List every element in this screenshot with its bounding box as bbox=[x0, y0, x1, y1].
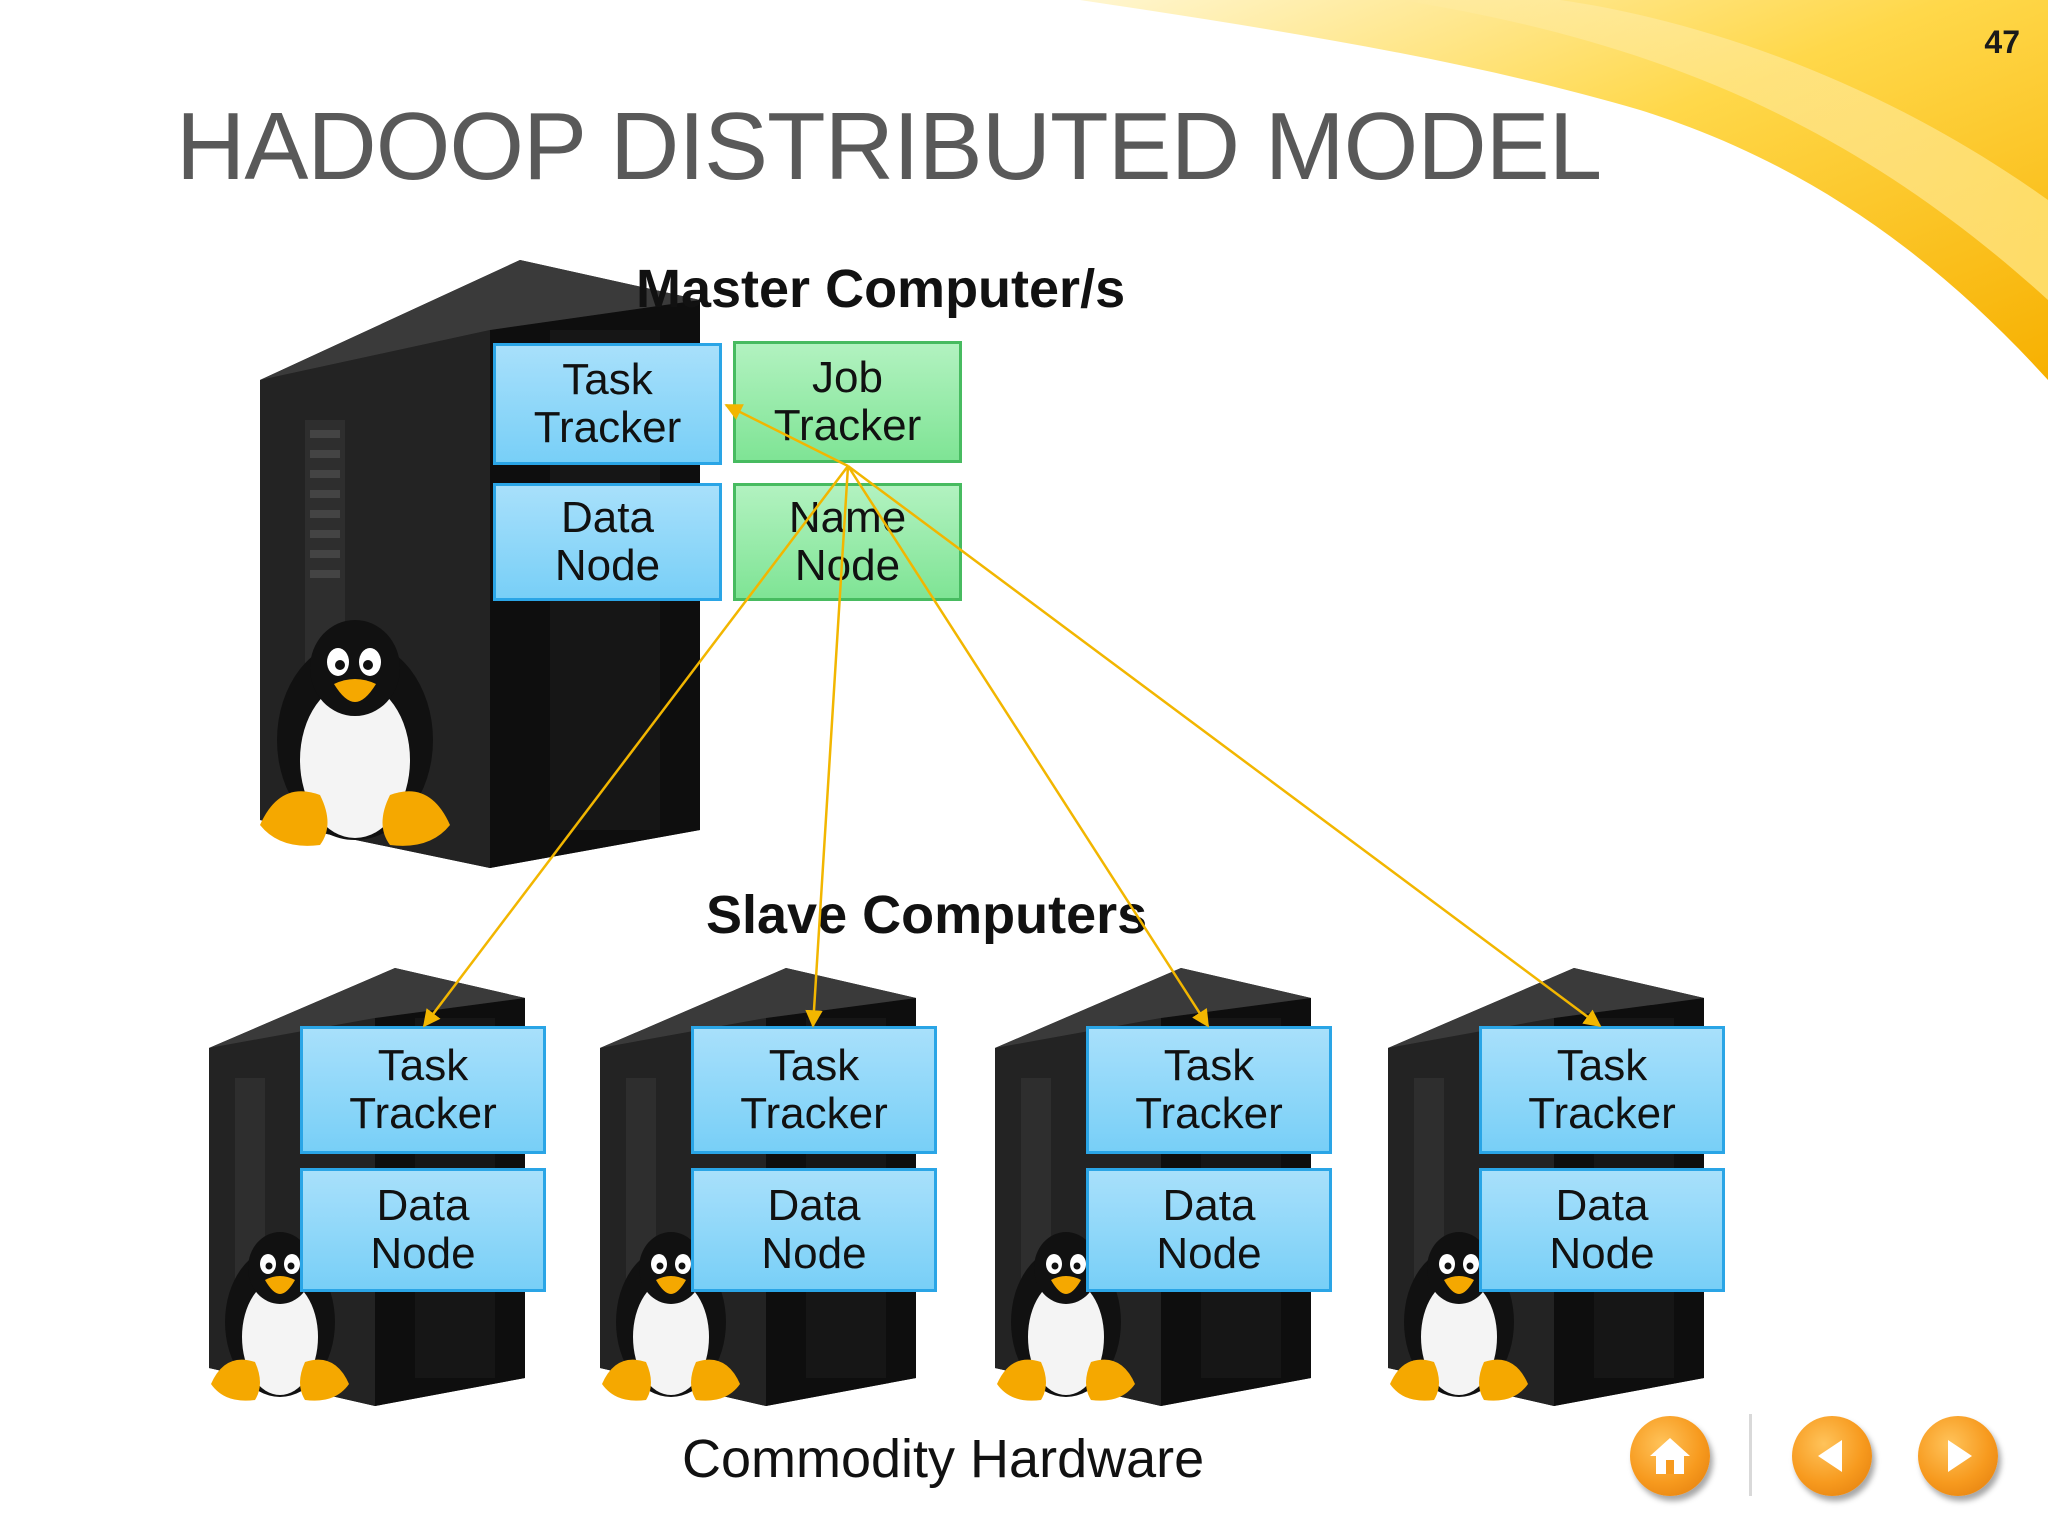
nav-separator bbox=[1749, 1414, 1752, 1496]
node-label-line2: Tracker bbox=[773, 401, 922, 450]
master-penguin-icon bbox=[260, 620, 450, 846]
node-label-line2: Node bbox=[1549, 1229, 1655, 1278]
node-label-line1: Data bbox=[1555, 1181, 1649, 1230]
node-label-line1: Data bbox=[767, 1181, 861, 1230]
node-label-line2: Tracker bbox=[349, 1089, 497, 1138]
node-label-line1: Data bbox=[1162, 1181, 1256, 1230]
previous-button[interactable] bbox=[1792, 1416, 1872, 1496]
node-label-line1: Task bbox=[1163, 1041, 1255, 1090]
previous-arrow-icon bbox=[1818, 1440, 1842, 1472]
node-label-line1: Task bbox=[562, 355, 653, 404]
node-label-line1: Data bbox=[376, 1181, 470, 1230]
slaves-heading: Slave Computers bbox=[706, 885, 1148, 945]
node-label-line1: Task bbox=[1556, 1041, 1648, 1090]
node-label-line2: Tracker bbox=[1528, 1089, 1676, 1138]
node-label-line2: Node bbox=[370, 1229, 476, 1278]
linux-penguin-icon bbox=[997, 1232, 1135, 1401]
next-button[interactable] bbox=[1918, 1416, 1998, 1496]
node-label-line1: Task bbox=[768, 1041, 860, 1090]
master-heading: Master Computer/s bbox=[636, 259, 1126, 319]
node-label-line2: Node bbox=[761, 1229, 867, 1278]
node-label-line2: Tracker bbox=[740, 1089, 888, 1138]
node-label-line2: Node bbox=[1156, 1229, 1262, 1278]
commodity-hardware-caption: Commodity Hardware bbox=[682, 1429, 1205, 1489]
home-icon bbox=[1650, 1438, 1690, 1474]
node-label-line2: Tracker bbox=[533, 403, 682, 452]
node-label-line2: Node bbox=[794, 541, 901, 590]
home-button[interactable] bbox=[1630, 1416, 1710, 1496]
node-label-line1: Data bbox=[561, 493, 654, 542]
node-label-line1: Task bbox=[377, 1041, 469, 1090]
node-label-line2: Node bbox=[554, 541, 661, 590]
slide-number: 47 bbox=[1984, 24, 2020, 60]
node-label-line1: Name bbox=[788, 493, 907, 542]
node-label-line1: Job bbox=[812, 353, 883, 402]
node-label-line2: Tracker bbox=[1135, 1089, 1283, 1138]
next-arrow-icon bbox=[1948, 1440, 1972, 1472]
slide-title: HADOOP DISTRIBUTED MODEL bbox=[176, 93, 1602, 200]
